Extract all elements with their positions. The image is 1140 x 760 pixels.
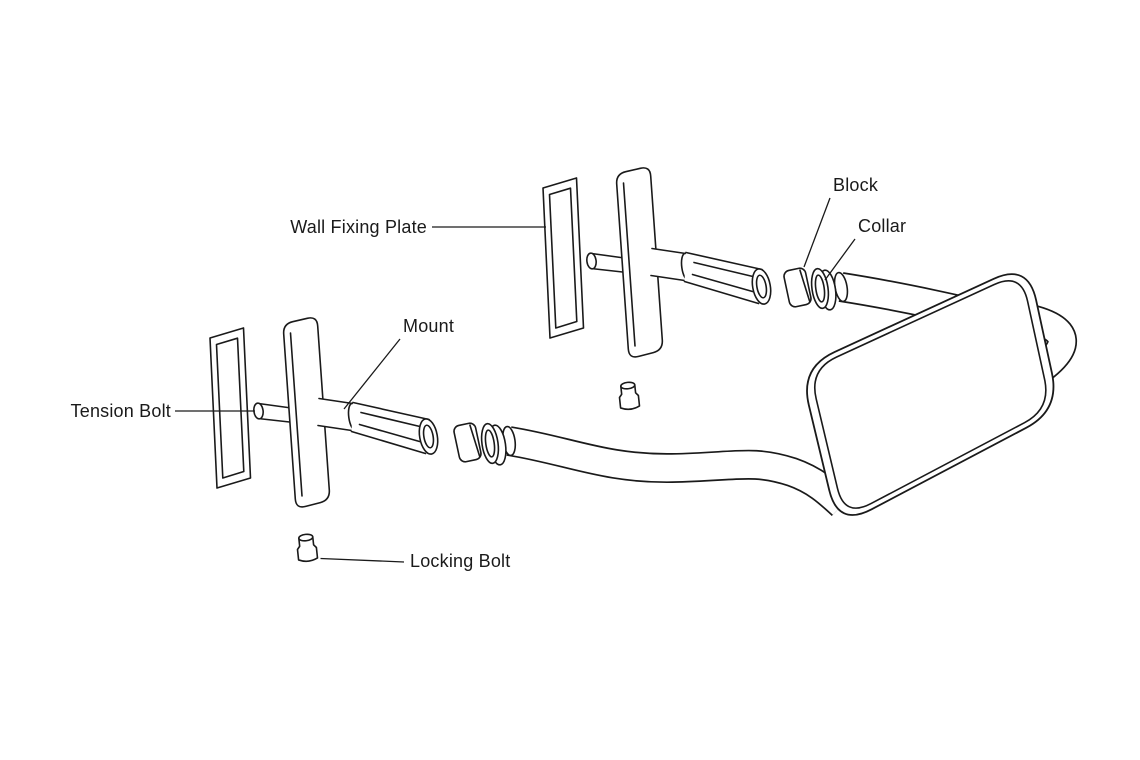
leader-lines xyxy=(175,197,856,563)
block-collar-lower xyxy=(452,421,510,467)
collar-leader-line xyxy=(824,238,856,281)
label-wall-fixing-plate: Wall Fixing Plate xyxy=(290,217,427,237)
label-collar: Collar xyxy=(858,216,907,236)
locking-bolt-lower xyxy=(295,532,319,563)
label-block: Block xyxy=(833,175,879,195)
panel xyxy=(806,273,1055,516)
mount-leader-line xyxy=(343,338,401,410)
label-mount: Mount xyxy=(403,316,455,336)
locking-bolt-leader-line xyxy=(320,557,405,563)
lower-tube xyxy=(501,425,853,516)
wall-mount-assembly-upper xyxy=(542,167,775,358)
label-tension-bolt: Tension Bolt xyxy=(70,401,171,421)
wall-mount-assembly-lower xyxy=(209,317,442,508)
block-leader-line xyxy=(803,197,831,268)
locking-bolt-upper xyxy=(617,380,641,411)
label-locking-bolt: Locking Bolt xyxy=(410,551,511,571)
